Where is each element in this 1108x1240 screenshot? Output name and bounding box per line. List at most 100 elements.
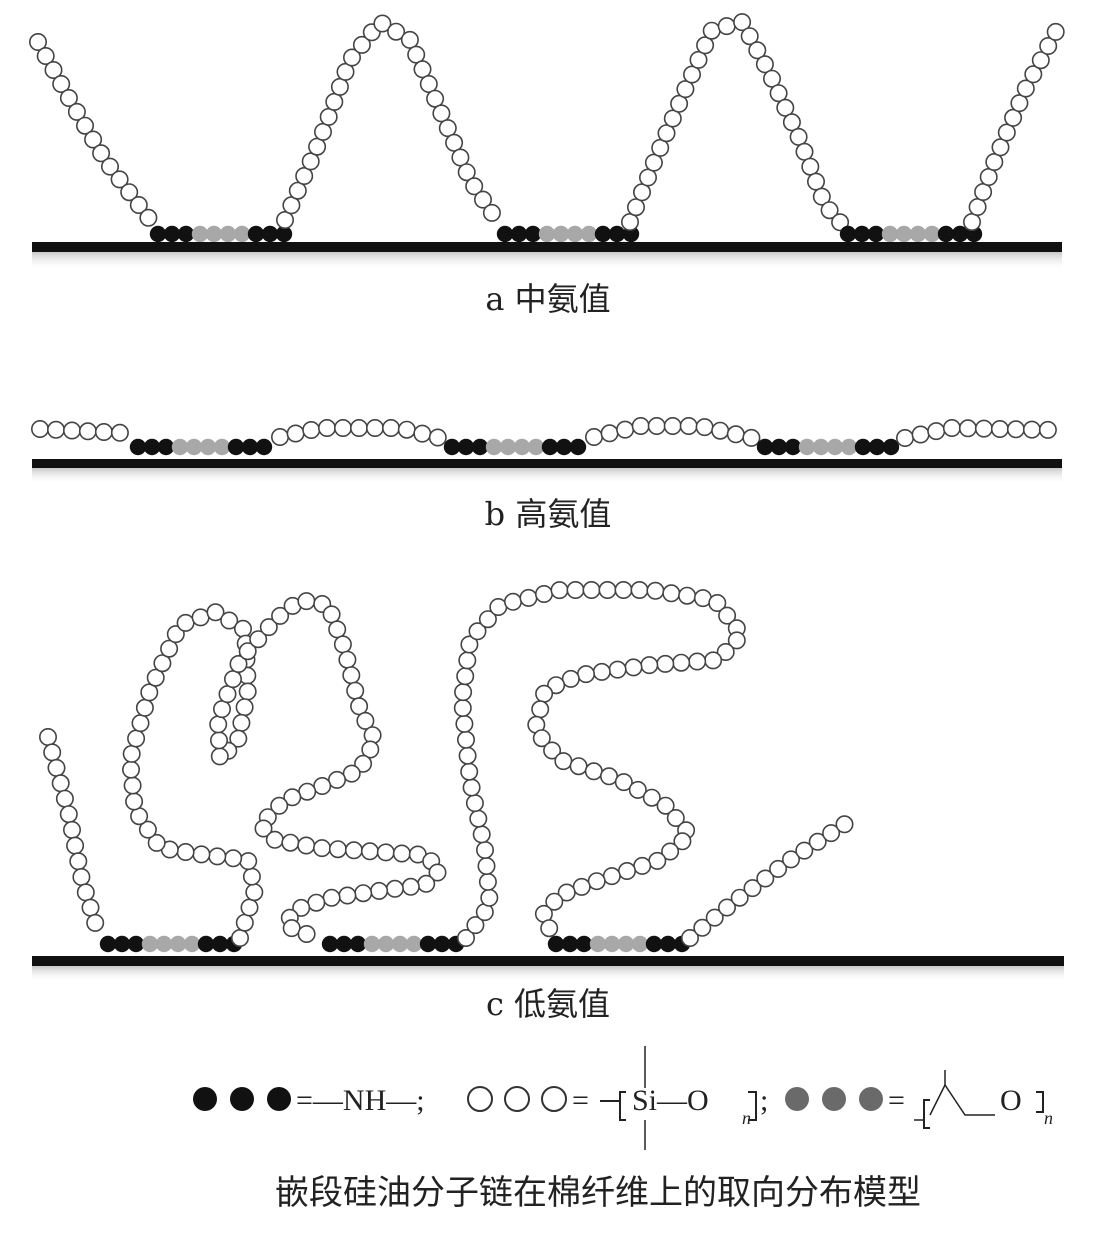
siloxane-bead <box>695 418 714 437</box>
siloxane-bead <box>519 588 538 607</box>
siloxane-bead <box>210 731 229 750</box>
siloxane-bead <box>297 836 316 855</box>
chains-a <box>28 13 1065 243</box>
siloxane-bead <box>38 727 57 746</box>
siloxane-bead <box>376 843 395 862</box>
siloxane-bead <box>338 650 357 669</box>
polyether-backbone <box>929 1083 995 1116</box>
siloxane-bead <box>584 427 603 446</box>
siloxane-bead <box>740 27 759 46</box>
siloxane-bead <box>229 729 248 748</box>
siloxane-bead <box>801 157 820 176</box>
legend-siloxane-formula: Si—O <box>632 1084 709 1117</box>
siloxane-bead <box>125 792 144 811</box>
siloxane-bead <box>617 861 636 880</box>
panel-a: a 中氨值 <box>28 13 1065 318</box>
siloxane-bead <box>239 852 258 871</box>
siloxane-bead <box>628 780 647 799</box>
siloxane-bead <box>1010 94 1029 113</box>
polyether-bead <box>155 935 173 953</box>
siloxane-bead <box>704 651 723 670</box>
siloxane-bead <box>974 183 993 202</box>
siloxane-bead <box>140 683 159 702</box>
bracket-right <box>1036 1091 1044 1113</box>
amine-bead <box>951 225 969 243</box>
siloxane-bead <box>218 685 237 704</box>
amine-bead <box>882 438 900 456</box>
siloxane-bead <box>795 841 814 860</box>
polyether-bead <box>826 438 844 456</box>
legend-polyether-formula: O <box>1000 1084 1022 1117</box>
siloxane-bead <box>281 833 300 852</box>
amine-bead <box>321 935 339 953</box>
siloxane-bead <box>451 148 470 167</box>
amine-bead <box>937 225 955 243</box>
amine-bead <box>349 935 367 953</box>
siloxane-bead <box>295 167 314 186</box>
chains-b <box>30 416 1057 456</box>
amine-bead <box>784 438 802 456</box>
siloxane-bead <box>456 667 475 686</box>
siloxane-bead <box>397 420 416 439</box>
siloxane-bead <box>234 619 253 638</box>
amine-bead <box>433 935 451 953</box>
fiber-surface-b <box>32 459 1062 468</box>
siloxane-bead <box>997 123 1016 142</box>
siloxane-bead <box>540 919 559 938</box>
siloxane-bead <box>401 877 420 896</box>
amine-bead <box>419 935 437 953</box>
siloxane-bead <box>717 898 736 917</box>
polyether-bead <box>798 438 816 456</box>
legend-polyether-eq: = <box>888 1084 905 1117</box>
siloxane-bead <box>445 133 464 152</box>
siloxane-bead <box>503 592 522 611</box>
siloxane-bead <box>308 137 327 156</box>
amine-bead <box>854 438 872 456</box>
siloxane-bead <box>312 839 331 858</box>
siloxane-bead <box>962 213 981 232</box>
siloxane-bead <box>711 421 730 440</box>
siloxane-bead <box>84 130 103 149</box>
legend-polyether-bead <box>785 1087 809 1111</box>
siloxane-bead <box>55 789 74 808</box>
siloxane-bead <box>146 668 165 687</box>
siloxane-bead <box>550 581 569 600</box>
siloxane-bead <box>419 75 438 94</box>
polyether-bead <box>812 438 830 456</box>
siloxane-bead <box>584 762 603 781</box>
siloxane-bead <box>370 881 389 900</box>
siloxane-bead <box>547 676 566 695</box>
siloxane-bead <box>224 849 243 868</box>
siloxane-bead <box>531 700 550 719</box>
siloxane-bead <box>480 888 499 907</box>
amine-bead <box>211 935 229 953</box>
siloxane-bead <box>454 683 473 702</box>
siloxane-bead <box>632 183 651 202</box>
siloxane-bead <box>666 808 685 827</box>
siloxane-bead <box>69 852 88 871</box>
siloxane-bead <box>561 669 580 688</box>
polyether-bead <box>171 438 189 456</box>
siloxane-bead <box>812 187 831 206</box>
siloxane-bead <box>81 898 100 917</box>
siloxane-bead <box>468 622 487 641</box>
legend-amine-bead <box>230 1087 254 1111</box>
siloxane-bead <box>240 898 259 917</box>
siloxane-bead <box>478 872 497 891</box>
siloxane-bead <box>127 729 146 748</box>
polyether-bead <box>213 438 231 456</box>
siloxane-bead <box>733 13 752 32</box>
siloxane-bead <box>958 419 977 438</box>
siloxane-bead <box>657 124 676 143</box>
siloxane-bead <box>365 418 384 437</box>
siloxane-bead <box>569 757 588 776</box>
siloxane-bead <box>325 92 344 111</box>
siloxane-bead <box>755 55 774 74</box>
siloxane-bead <box>820 201 839 220</box>
siloxane-bead <box>456 730 475 749</box>
siloxane-bead <box>62 820 81 839</box>
siloxane-bead <box>602 867 621 886</box>
polyether-bead <box>881 225 899 243</box>
siloxane-bead <box>275 211 294 230</box>
siloxane-bead <box>676 80 695 99</box>
